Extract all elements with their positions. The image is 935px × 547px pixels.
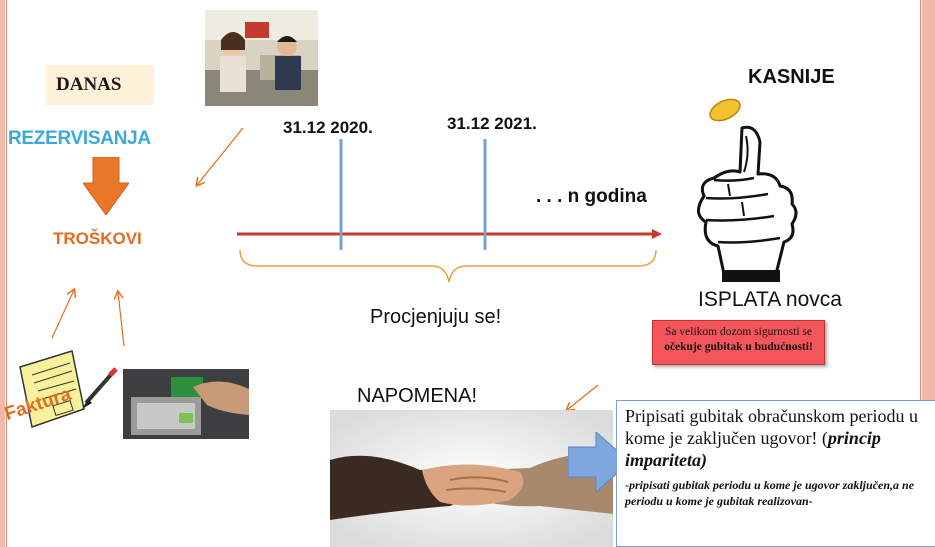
left-frame-border (0, 0, 5, 547)
arrow-card-up (118, 292, 125, 347)
right-frame-line (920, 0, 921, 547)
coin-icon (709, 98, 741, 122)
isplata-label: ISPLATA novca (698, 288, 842, 311)
note-main-text: Pripisati gubitak obračunskom periodu u … (625, 406, 918, 448)
note-sub: -pripisati gubitak periodu u kome je ugo… (625, 478, 915, 508)
troskovi-label: TROŠKOVI (53, 229, 142, 248)
arrow-to-note (567, 384, 599, 410)
arrow-faktura-up (51, 290, 74, 339)
n-godina-label: . . . n godina (536, 186, 647, 207)
cashier-photo (205, 10, 318, 106)
handshake-photo (330, 410, 613, 547)
down-arrow-icon (83, 157, 129, 215)
rezervisanja-label: REZERVISANJA (8, 128, 151, 149)
note-principle: princip impariteta) (625, 428, 881, 470)
warning-box: Sa velikom dozom sigurnosti se očekuje g… (652, 320, 825, 365)
warning-line1: Sa velikom dozom sigurnosti se (665, 326, 812, 338)
date-2020: 31.12 2020. (283, 118, 373, 137)
warning-bold: očekuje (664, 340, 702, 353)
brace (239, 249, 657, 283)
kasnije-label: KASNIJE (748, 66, 835, 88)
warning-rest: gubitak u budućnosti! (701, 340, 813, 353)
napomena-label: NAPOMENA! (357, 385, 478, 407)
timeline-arrowhead (652, 229, 662, 239)
left-frame-line (6, 0, 7, 547)
right-arrow-icon (568, 432, 631, 492)
date-2021: 31.12 2021. (447, 114, 537, 133)
note-main: Pripisati gubitak obračunskom periodu u … (625, 405, 927, 471)
invoice-icon (19, 350, 118, 428)
note-box: Pripisati gubitak obračunskom periodu u … (616, 400, 935, 547)
danas-label: DANAS (46, 65, 154, 105)
procjenjuju-label: Procjenjuju se! (370, 306, 502, 328)
thumb-hand-icon (697, 125, 798, 282)
card-payment-photo (123, 369, 249, 439)
arrow-photo-to-costs (197, 127, 244, 185)
